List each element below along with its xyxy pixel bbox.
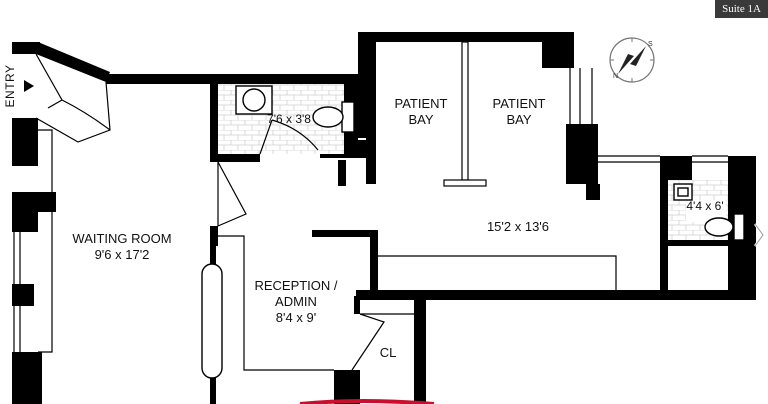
column-dot	[586, 187, 594, 195]
entry-label: ENTRY	[3, 65, 17, 108]
reception-outline	[218, 235, 334, 371]
patient-bay-1-line1: PATIENT	[395, 96, 448, 111]
wall-patient-top	[358, 32, 568, 42]
bench	[201, 263, 223, 379]
compass-n: N	[613, 73, 618, 80]
counter-outline	[378, 255, 617, 292]
wall-closet-block	[334, 370, 360, 404]
wall-patient-left-top	[358, 32, 376, 138]
wall-bath2-left-top	[660, 156, 692, 180]
bottom-accent	[299, 399, 435, 404]
window-right-side	[598, 155, 660, 163]
toilet-1-bowl	[312, 106, 344, 128]
wall-closet-left	[354, 296, 360, 314]
patient-bay-2-line2: BAY	[506, 112, 531, 127]
compass-icon: N S	[609, 37, 655, 83]
bath1-dims: 7'6 x 3'8	[267, 112, 311, 126]
wall-left-2	[12, 192, 38, 232]
wall-reception-right	[370, 230, 378, 296]
wall-left-1	[12, 118, 38, 166]
wall-reception-left-top	[210, 226, 218, 246]
thin-lines	[13, 68, 728, 371]
reception-line1: RECEPTION /	[254, 278, 337, 293]
wall-mid-stub	[338, 160, 346, 186]
wall-corner-block	[542, 32, 570, 68]
closet-name: CL	[380, 345, 397, 360]
waiting-room-dims: 9'6 x 17'2	[95, 247, 150, 262]
reception-line2: ADMIN	[275, 294, 317, 309]
next-arrow-icon[interactable]	[752, 220, 766, 250]
wall-bath2-divider	[668, 240, 730, 246]
curtain-divider	[443, 41, 487, 187]
wall-entry-diagonal	[36, 42, 110, 82]
sink-2-basin	[677, 187, 689, 197]
wall-right-top	[568, 32, 574, 68]
window-left-2	[13, 232, 21, 352]
walls	[12, 32, 756, 404]
wall-reception-top	[312, 230, 376, 237]
bath1-door	[259, 119, 319, 155]
entry-door-lower	[35, 81, 111, 143]
sink-1-basin	[242, 88, 266, 112]
window-top-right	[569, 68, 593, 124]
closet-door	[351, 313, 385, 371]
wall-left-4	[12, 352, 42, 404]
window-left-1	[38, 129, 53, 353]
entry-arrow-icon	[24, 80, 34, 92]
patient-bay-2-line1: PATIENT	[493, 96, 546, 111]
toilet-1-tank	[341, 101, 355, 133]
doors	[35, 53, 385, 371]
window-bath2-top	[692, 155, 728, 163]
wall-left-buttress	[36, 192, 56, 212]
wall-bottom-main	[356, 290, 756, 300]
wall-patient-left-low	[366, 130, 376, 184]
toilet-2-bowl	[704, 217, 734, 237]
waiting-room-name: WAITING ROOM	[72, 231, 171, 246]
main-room-dims: 15'2 x 13'6	[487, 219, 549, 234]
bath2-dims: 4'4 x 6'	[686, 199, 723, 213]
toilet-2-tank	[733, 213, 745, 241]
suite-badge[interactable]: Suite 1A	[715, 0, 768, 18]
wall-column	[566, 124, 598, 184]
wall-bath2-left	[660, 180, 668, 294]
reception-dims: 8'4 x 9'	[276, 310, 316, 325]
compass-s: S	[648, 41, 653, 48]
wall-left-3	[12, 284, 34, 306]
wall-bath1-left	[210, 82, 218, 162]
patient-bay-1-line2: BAY	[408, 112, 433, 127]
hall-door	[217, 161, 247, 227]
bath2-floor-white	[686, 200, 726, 222]
wall-entry-top	[12, 42, 40, 54]
wall-top-waiting	[106, 74, 366, 84]
wall-closet-right	[414, 296, 426, 404]
wall-bath1-bottom-a	[210, 154, 260, 162]
entry-door-swing	[61, 99, 111, 131]
fixtures	[201, 85, 745, 379]
